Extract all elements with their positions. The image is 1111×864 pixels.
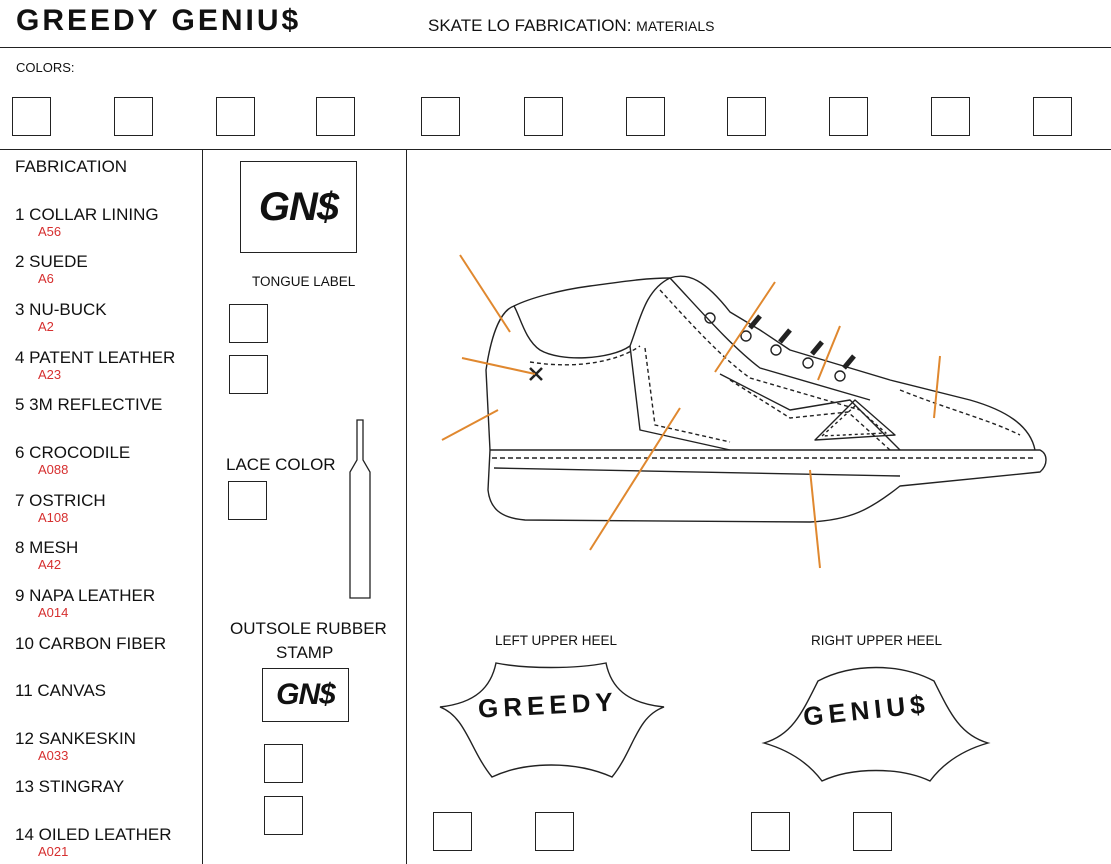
subtitle-main: SKATE LO FABRICATION:: [428, 16, 632, 35]
tongue-label-title: TONGUE LABEL: [252, 274, 356, 289]
fabrication-item: 6 CROCODILE A088: [15, 443, 130, 477]
tongue-label-swatch-2[interactable]: [229, 355, 268, 394]
lace-color-title: LACE COLOR: [226, 455, 336, 474]
color-swatch-7[interactable]: [626, 97, 665, 136]
colors-divider: [0, 149, 1111, 150]
outsole-swatch-2[interactable]: [264, 796, 303, 835]
subtitle-tail: MATERIALS: [636, 18, 715, 34]
fabrication-name: 9 NAPA LEATHER: [15, 586, 156, 605]
outsole-stamp: GN$: [262, 668, 349, 722]
fabrication-code: A021: [38, 844, 69, 859]
column-divider-1: [202, 149, 203, 864]
shoe-illustration: [441, 254, 1047, 569]
tongue-logo: GN$: [240, 161, 357, 253]
column-divider-2: [406, 149, 407, 864]
fabrication-name: 13 STINGRAY: [15, 777, 125, 796]
right-heel-swatch-1[interactable]: [751, 812, 790, 851]
fabrication-code: A033: [38, 748, 69, 763]
fabrication-item: 1 COLLAR LINING A56: [15, 205, 159, 239]
color-swatch-1[interactable]: [12, 97, 51, 136]
fabrication-name: 5 3M REFLECTIVE: [15, 395, 163, 414]
brand-title: GREEDY GENIU$: [16, 4, 302, 37]
fabrication-item: 3 NU-BUCK A2: [15, 300, 107, 334]
outsole-title-2: STAMP: [276, 643, 334, 662]
lace-color-swatch[interactable]: [228, 481, 267, 520]
color-swatch-4[interactable]: [316, 97, 355, 136]
fabrication-name: 14 OILED LEATHER: [15, 825, 172, 844]
fabrication-code: A088: [38, 462, 69, 477]
tongue-label-swatch-1[interactable]: [229, 304, 268, 343]
fabrication-name: 3 NU-BUCK: [15, 300, 107, 319]
fabrication-name: 12 SANKESKIN: [15, 729, 136, 748]
fabrication-title: FABRICATION: [15, 157, 128, 176]
color-swatch-2[interactable]: [114, 97, 153, 136]
fabrication-item: 2 SUEDE A6: [15, 252, 88, 286]
color-swatch-5[interactable]: [421, 97, 460, 136]
fabrication-name: 2 SUEDE: [15, 252, 88, 271]
color-swatch-11[interactable]: [1033, 97, 1072, 136]
left-heel-label: LEFT UPPER HEEL: [495, 633, 618, 648]
left-heel-swatch-2[interactable]: [535, 812, 574, 851]
fabrication-item: 11 CANVAS: [15, 681, 106, 700]
fabrication-name: 11 CANVAS: [15, 681, 107, 700]
fabrication-code: A2: [38, 319, 54, 334]
fabrication-name: 6 CROCODILE: [15, 443, 131, 462]
color-swatch-3[interactable]: [216, 97, 255, 136]
color-swatch-8[interactable]: [727, 97, 766, 136]
fabrication-item: 5 3M REFLECTIVE: [15, 395, 162, 414]
lace-tip-icon: [349, 419, 371, 599]
fabrication-item: 8 MESH A42: [15, 538, 78, 572]
outsole-title-1: OUTSOLE RUBBER: [230, 619, 387, 638]
fabrication-code: A6: [38, 271, 54, 286]
right-heel-label: RIGHT UPPER HEEL: [811, 633, 943, 648]
fabrication-item: 14 OILED LEATHER A021: [15, 825, 172, 859]
fabrication-item: 13 STINGRAY: [15, 777, 124, 796]
left-heel-swatch-1[interactable]: [433, 812, 472, 851]
left-heel-badge: [439, 662, 665, 778]
fabrication-item: 12 SANKESKIN A033: [15, 729, 136, 763]
fabrication-item: 9 NAPA LEATHER A014: [15, 586, 155, 620]
fabrication-code: A56: [38, 224, 62, 239]
color-swatch-6[interactable]: [524, 97, 563, 136]
color-swatch-9[interactable]: [829, 97, 868, 136]
outsole-swatch-1[interactable]: [264, 744, 303, 783]
page-subtitle: SKATE LO FABRICATION: MATERIALS: [428, 16, 714, 36]
fabrication-name: 4 PATENT LEATHER: [15, 348, 176, 367]
fabrication-name: 7 OSTRICH: [15, 491, 106, 510]
fabrication-name: 10 CARBON FIBER: [15, 634, 167, 653]
fabrication-name: 8 MESH: [15, 538, 79, 557]
colors-label: COLORS:: [16, 60, 75, 75]
color-swatch-10[interactable]: [931, 97, 970, 136]
fabrication-code: A23: [38, 367, 62, 382]
fabrication-name: 1 COLLAR LINING: [15, 205, 159, 224]
right-heel-badge: [761, 666, 991, 782]
fabrication-item: 10 CARBON FIBER: [15, 634, 166, 653]
fabrication-code: A014: [38, 605, 69, 620]
fabrication-code: A108: [38, 510, 69, 525]
fabrication-item: 4 PATENT LEATHER A23: [15, 348, 175, 382]
fabrication-item: 7 OSTRICH A108: [15, 491, 106, 525]
right-heel-swatch-2[interactable]: [853, 812, 892, 851]
fabrication-code: A42: [38, 557, 62, 572]
header-divider: [0, 47, 1111, 48]
